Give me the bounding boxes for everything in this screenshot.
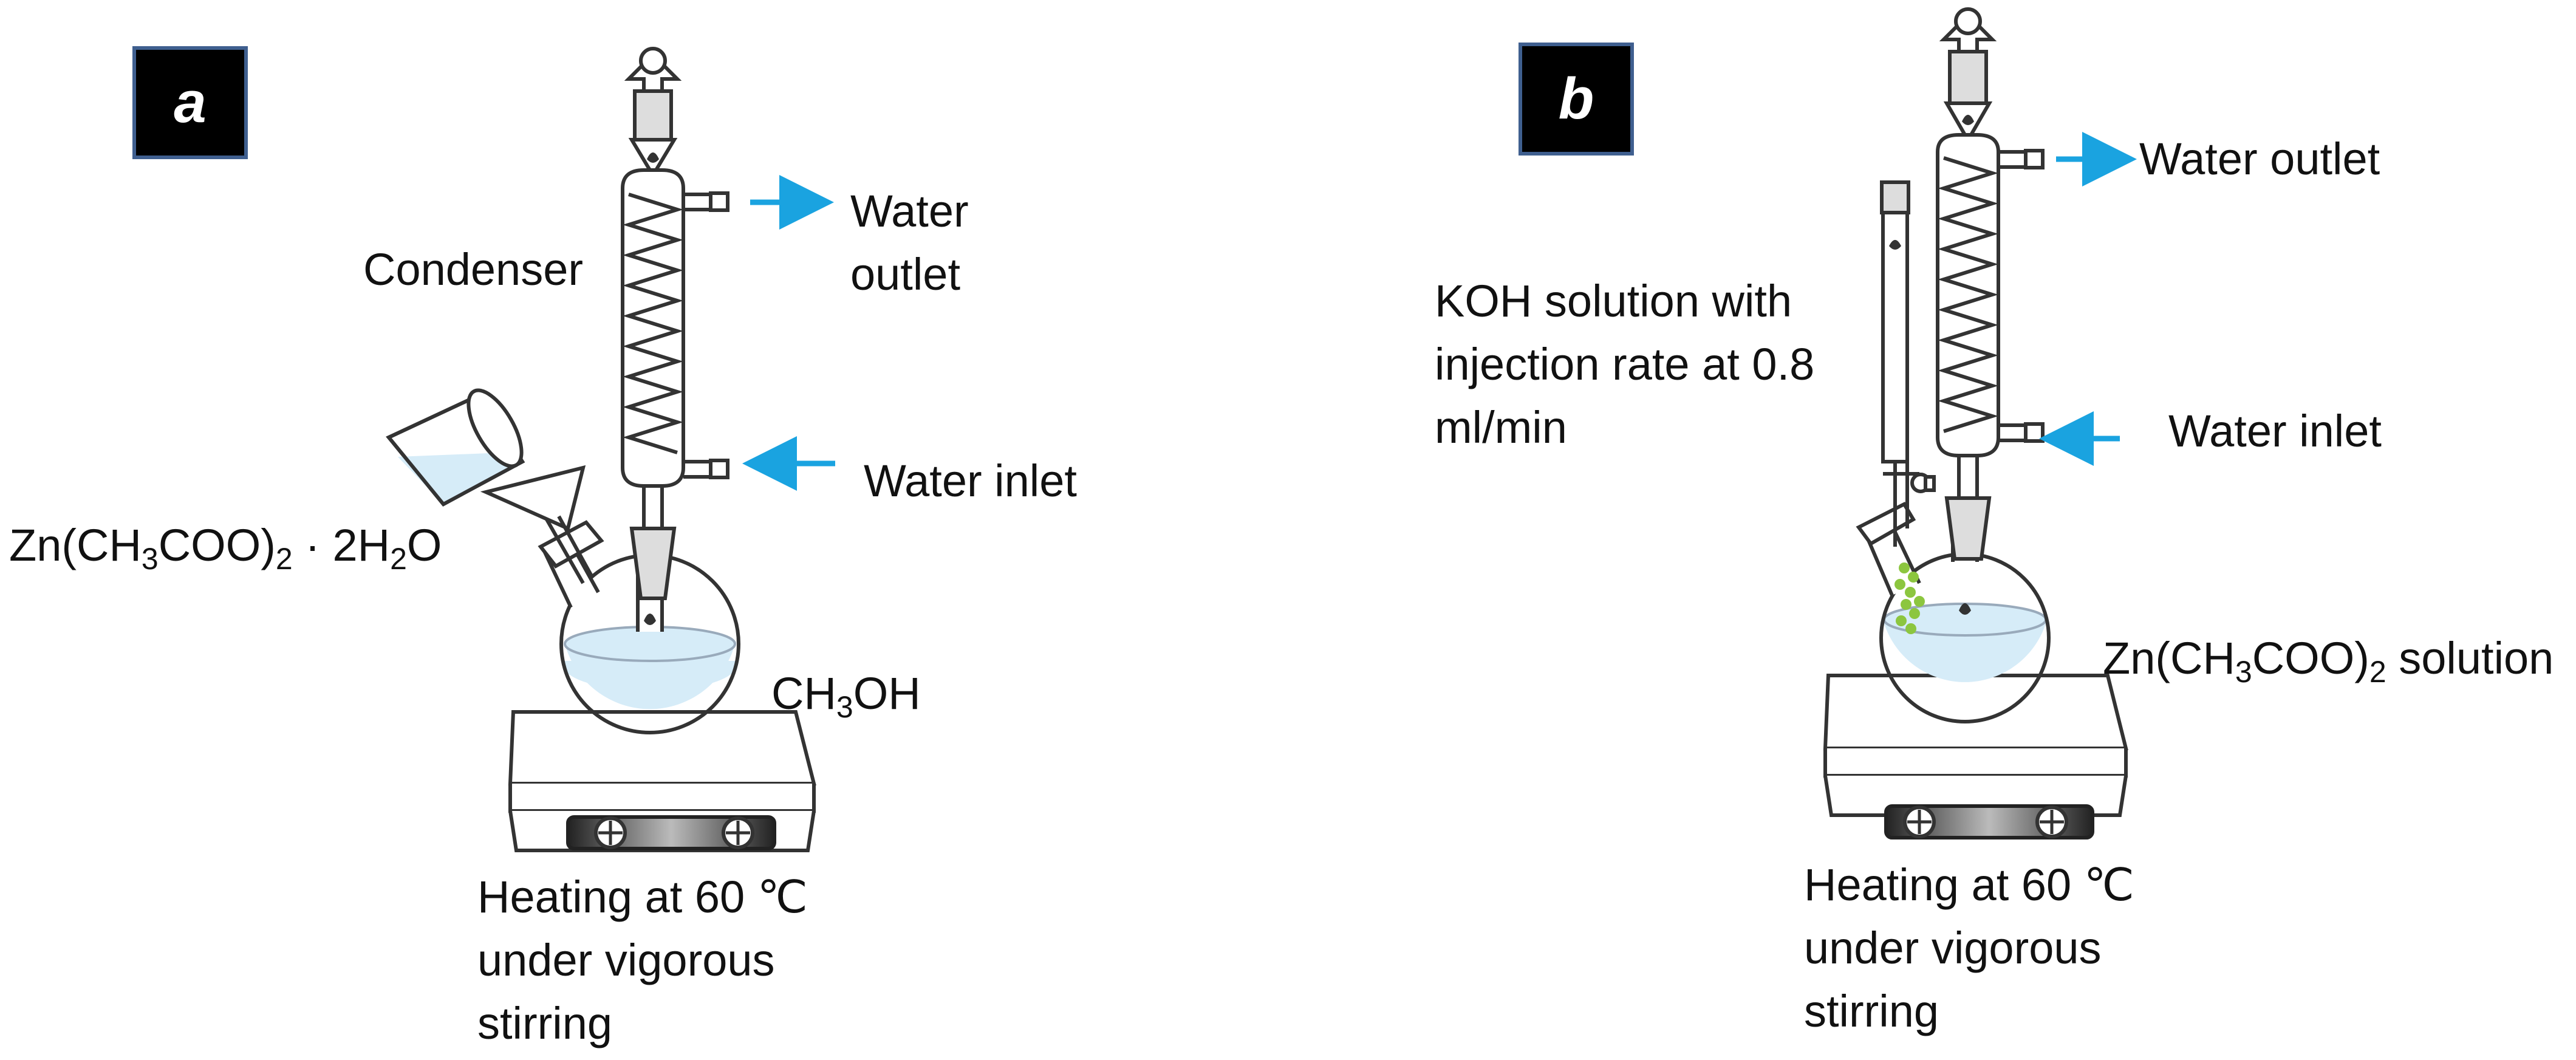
funnel-a xyxy=(480,465,594,584)
panel-a-badge: a xyxy=(132,46,248,159)
koh-droplets xyxy=(1894,562,1925,634)
water-outlet-label-b: Water outlet xyxy=(2139,134,2380,184)
heating-line-2: under vigorous xyxy=(1804,923,2102,973)
koh-line-2: injection rate at 0.8 xyxy=(1435,339,1815,389)
condenser-a xyxy=(621,47,729,600)
water-outlet-line-2: outlet xyxy=(850,249,961,299)
water-inlet-label-b: Water inlet xyxy=(2168,406,2382,456)
zinc-acetate-dihydrate-label: Zn(CH3COO)2 · 2H2O xyxy=(9,520,442,576)
panel-a-apparatus xyxy=(386,47,816,852)
condenser-label: Condenser xyxy=(363,244,584,295)
panel-b-apparatus xyxy=(1823,7,2128,839)
water-outlet-label-a: Water outlet xyxy=(850,180,969,306)
methanol-label: CH3OH xyxy=(771,668,921,724)
heating-line-3: stirring xyxy=(1804,986,1939,1036)
zinc-acetate-solution-label: Zn(CH3COO)2 solution xyxy=(2103,633,2554,689)
panel-b-badge: b xyxy=(1519,43,1634,156)
heating-label-a: Heating at 60 ℃ under vigorous stirring xyxy=(477,866,808,1055)
hotplate-a xyxy=(508,710,816,852)
heating-label-b: Heating at 60 ℃ under vigorous stirring xyxy=(1804,853,2134,1043)
burette-b xyxy=(1880,180,1936,547)
heating-line-1: Heating at 60 ℃ xyxy=(477,872,808,922)
hotplate-b xyxy=(1823,674,2128,839)
water-outlet-line-1: Water xyxy=(850,186,969,236)
beaker-a xyxy=(386,388,525,507)
koh-line-3: ml/min xyxy=(1435,402,1567,453)
water-inlet-label-a: Water inlet xyxy=(864,456,1077,506)
heating-line-3: stirring xyxy=(477,998,613,1048)
condenser-b xyxy=(1936,7,2045,561)
round-bottom-flask-b xyxy=(1856,502,2051,723)
heating-line-1: Heating at 60 ℃ xyxy=(1804,860,2134,910)
koh-line-1: KOH solution with xyxy=(1435,276,1792,326)
heating-line-2: under vigorous xyxy=(477,935,775,985)
koh-solution-label: KOH solution with injection rate at 0.8 … xyxy=(1435,270,1814,459)
